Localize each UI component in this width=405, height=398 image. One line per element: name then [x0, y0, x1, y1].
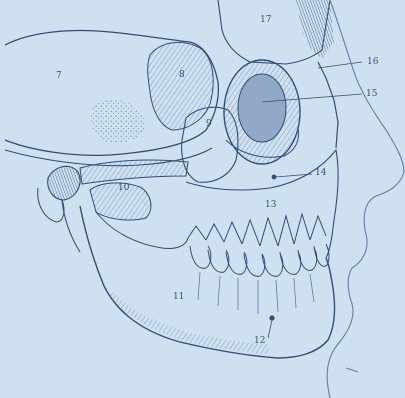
label-16: 16: [367, 58, 378, 67]
infraorbital-foramen: [272, 175, 277, 180]
label-10: 10: [118, 184, 129, 193]
label-7: 7: [56, 72, 62, 81]
upper-teeth: [188, 214, 326, 246]
label-15: 15: [366, 90, 377, 99]
label-8: 8: [179, 71, 185, 80]
chin-mark: [346, 368, 358, 372]
label-9: 9: [206, 120, 212, 129]
label-14: 14: [315, 169, 326, 178]
label-12-leader: [268, 320, 272, 338]
orbit-cavity: [238, 74, 286, 142]
face-profile-outline: [327, 0, 404, 398]
mental-foramen: [269, 315, 274, 320]
label-16-leader: [318, 62, 362, 68]
sphenoid-wing-outline: [148, 42, 213, 130]
lower-teeth: [190, 244, 329, 276]
zygomatic-arch: [80, 160, 188, 184]
glabella-shading: [296, 0, 334, 58]
styloid-process: [62, 200, 80, 252]
nasal-bone-outline: [318, 62, 338, 148]
label-13: 13: [265, 201, 276, 210]
label-17: 17: [260, 16, 271, 25]
label-12: 12: [254, 337, 265, 346]
label-11: 11: [173, 293, 184, 302]
mandible-outline: [80, 206, 335, 358]
maxilla-outline: [186, 150, 338, 258]
tooth-roots: [198, 272, 314, 314]
vault-shading: [91, 100, 146, 143]
ear-canal: [48, 166, 80, 200]
